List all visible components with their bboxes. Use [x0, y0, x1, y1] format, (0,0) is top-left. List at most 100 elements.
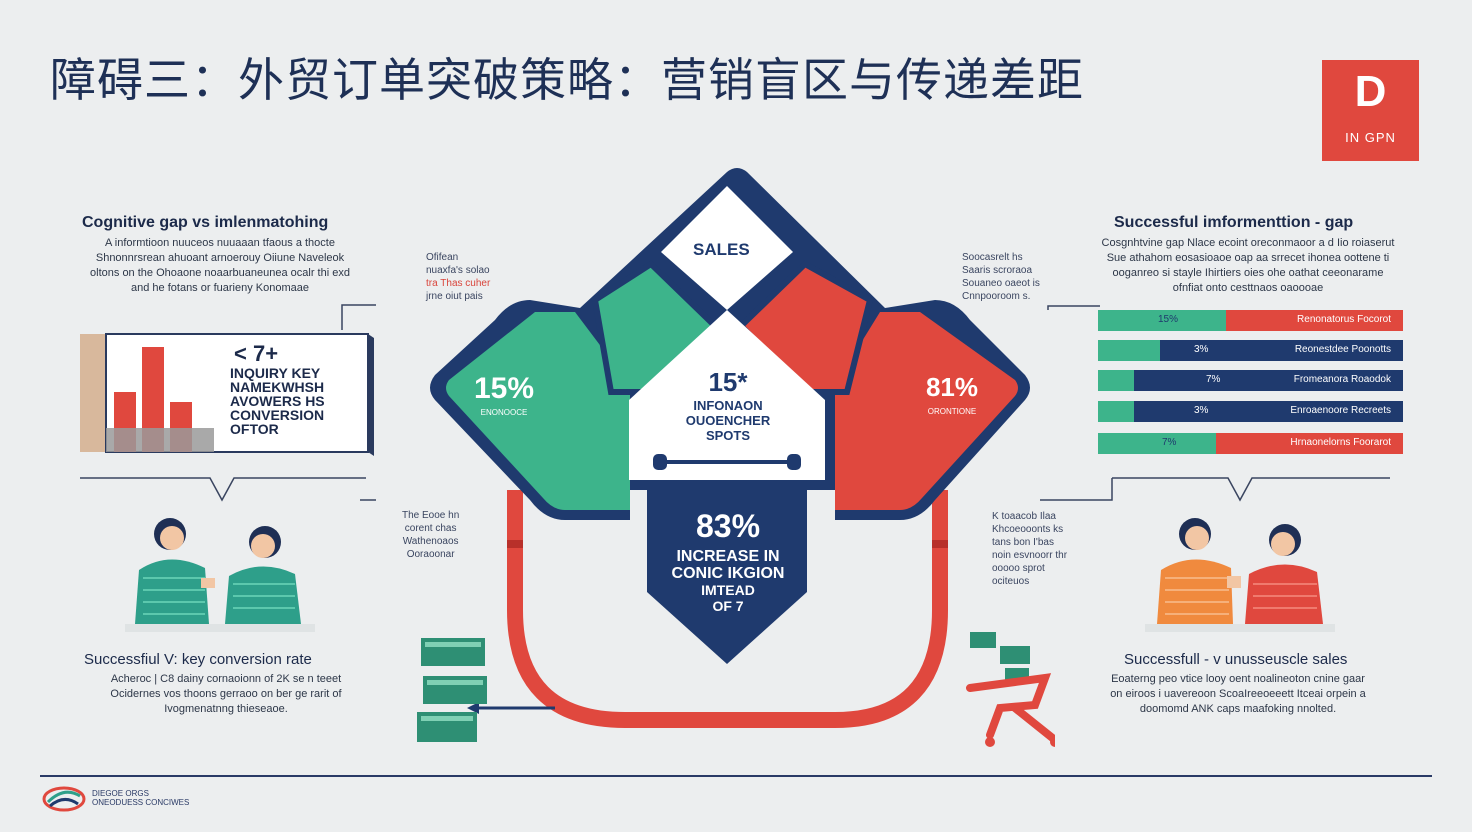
- bar-percent: 15%: [1158, 314, 1179, 325]
- left-card-text: < 7+ INQUIRY KEY NAMEKWHSH AVOWERS HS CO…: [230, 341, 325, 437]
- right-bottom-line: on eiroos i uavereoon ScoaIreeoeeett Itc…: [1110, 688, 1366, 700]
- right-metric: 81% ORONTIONE: [910, 372, 994, 416]
- right-top-line: ooganreo si stayle Ihirtiers oies ohe oa…: [1112, 267, 1384, 279]
- note-line: ooooo sprot: [992, 563, 1045, 574]
- bar-row-1: 15% Renonatorus Focorot: [1098, 310, 1403, 331]
- note-line: corent chas: [404, 523, 457, 534]
- middle-metric-line: INFONAON: [693, 398, 763, 413]
- bar-percent: 3%: [1194, 344, 1209, 355]
- note-line: Cnnpooroom s.: [962, 291, 1031, 302]
- middle-metric-value: 15*: [708, 367, 748, 397]
- logo-text: IN GPN: [1345, 130, 1396, 145]
- right-connectors: [1040, 305, 1390, 502]
- left-top-heading: Cognitive gap vs imlenmatohing: [82, 214, 329, 231]
- left-card-line: NAMEKWHSH: [230, 379, 325, 395]
- footer-text: DIEGOE ORGS ONEODUESS CONCIWES: [92, 789, 189, 807]
- bottom-metric-line: OF 7: [712, 598, 744, 614]
- left-metric: 15% ENONOOCE: [462, 372, 546, 417]
- note-line: The Eooe hn: [402, 510, 460, 521]
- bottom-metric-line: INCREASE IN: [676, 548, 780, 565]
- note-line: jrne oiut pais: [426, 291, 483, 302]
- left-bottom-line: Ocidernes vos thoons gerraoo on ber ge r…: [110, 688, 342, 700]
- note-lower-left: The Eooe hn corent chas Wathenoaos Oorao…: [402, 509, 459, 561]
- note-line: ociteuos: [992, 576, 1030, 587]
- left-bottom-heading: Successfiul V: key conversion rate: [84, 651, 312, 668]
- footer-line: ONEODUESS CONCIWES: [92, 798, 190, 807]
- middle-metric: 15* INFONAON OUOENCHER SPOTS: [646, 368, 810, 443]
- bar-row-3: 7% Fromeanora Roaodok: [1098, 370, 1403, 391]
- money-stack-right: [970, 632, 1030, 680]
- bar-percent: 7%: [1206, 374, 1221, 385]
- bar-label: Hrnaonelorns Foorarot: [1290, 437, 1391, 448]
- bar-row-5: 7% Hrnaonelorns Foorarot: [1098, 433, 1403, 454]
- right-top-line: Cosgnhtvine gap Nlace ecoint oreconmaoor…: [1101, 237, 1395, 249]
- left-card-number: < 7+: [234, 341, 279, 366]
- bar-percent: 3%: [1194, 405, 1209, 416]
- right-bottom-line: doomomd ANK caps maafoking nnolted.: [1139, 703, 1337, 715]
- left-card-line: AVOWERS HS: [230, 393, 325, 409]
- left-card-line: OFTOR: [230, 421, 279, 437]
- bar-label: Fromeanora Roaodok: [1293, 374, 1391, 385]
- left-segment: [446, 312, 630, 510]
- left-card-graphic: [80, 304, 376, 502]
- cart-figure-icon: [966, 673, 1055, 747]
- footer-line: DIEGOE ORGS: [92, 789, 149, 798]
- right-top-paragraph: Cosgnhtvine gap Nlace ecoint oreconmaoor…: [1068, 236, 1428, 296]
- note-line: Saaris scroraoa: [962, 265, 1033, 276]
- note-line: K toaacob Ilaa: [992, 511, 1056, 522]
- bottom-metric-line: IMTEAD: [701, 582, 755, 598]
- right-segment: [835, 312, 1018, 510]
- note-upper-left: Ofifean nuaxfa's solao tra Thas cuher jr…: [426, 251, 490, 303]
- bar-label: Reonestdee Poonotts: [1294, 344, 1391, 355]
- right-bottom-line: Eoaterng peo vtice looy oent noalineoton…: [1111, 673, 1365, 685]
- conversion-arc: [507, 490, 948, 728]
- left-bottom-paragraph: Acheroc | C8 dainy cornaoionn of 2K se n…: [56, 672, 396, 717]
- bottom-metric-line: CONIC IKGION: [671, 565, 785, 582]
- bar-label: Enroaenoore Recreets: [1290, 405, 1391, 416]
- page-title: 障碍三：外贸订单突破策略：营销盲区与传递差距: [50, 53, 1084, 107]
- right-metric-value: 81%: [925, 372, 979, 402]
- bar-row-4: 3% Enroaenoore Recreets: [1098, 401, 1403, 422]
- note-line: noin esvnoorr thr: [992, 550, 1068, 561]
- left-card-line: INQUIRY KEY: [230, 365, 321, 381]
- right-top-line: ofnfiat onto cesttnaos oaoooae: [1172, 282, 1324, 294]
- bar-row-2: 3% Reonestdee Poonotts: [1098, 340, 1403, 361]
- right-metric-label: ORONTIONE: [927, 407, 977, 416]
- right-bottom-heading: Successfull - v unusseuscle sales: [1124, 651, 1348, 668]
- note-line: Souaneo oaeot is: [962, 278, 1040, 289]
- footer-logo-icon: [42, 786, 86, 812]
- left-top-line: A informtioon nuuceos nuuaaan tfaous a t…: [105, 237, 335, 249]
- left-top-paragraph: A informtioon nuuceos nuuaaan tfaous a t…: [40, 236, 400, 296]
- teamwork-illustration-left: [125, 518, 315, 632]
- teamwork-illustration-right: [1145, 518, 1335, 632]
- money-stack-left: [417, 638, 487, 742]
- left-top-line: oltons on the Ohoaone noaarbuaneunea oca…: [90, 267, 350, 279]
- bottom-metric-value: 83%: [695, 508, 761, 544]
- note-line: Ofifean: [426, 252, 459, 263]
- left-bottom-line: Acheroc | C8 dainy cornaoionn of 2K se n…: [110, 673, 342, 685]
- right-bottom-paragraph: Eoaterng peo vtice looy oent noalineoton…: [1070, 672, 1406, 717]
- note-line: Khcoeooonts ks: [992, 524, 1064, 535]
- note-line: Soocasrelt hs: [962, 252, 1023, 263]
- sales-diamond: [661, 186, 793, 310]
- note-line: Ooraoonar: [406, 549, 455, 560]
- brand-logo: D IN GPN: [1322, 60, 1419, 161]
- left-bottom-line: Ivogmenatnng thieseaoe.: [164, 703, 288, 715]
- middle-metric-line: OUOENCHER: [685, 413, 771, 428]
- central-diagram: [417, 168, 1055, 747]
- note-upper-right: Soocasrelt hs Saaris scroraoa Souaneo oa…: [962, 251, 1040, 303]
- bar: [142, 347, 164, 452]
- right-top-line: Sue athahom eosasioaoe oap aa srrecet ih…: [1106, 252, 1390, 264]
- left-card-line: CONVERSION: [230, 407, 325, 423]
- bar-label: Renonatorus Focorot: [1297, 314, 1391, 325]
- info-house: [629, 310, 825, 480]
- note-line: tans bon I'bas: [992, 537, 1054, 548]
- left-top-line: Shnonnrsrean ahuoant arnoerouy Oiiune Na…: [95, 252, 345, 264]
- note-line: nuaxfa's solao: [426, 265, 490, 276]
- left-top-line: and he fotans or fuarieny Konomaae: [131, 282, 309, 294]
- left-metric-label: ENONOOCE: [480, 408, 528, 417]
- note-lower-right: K toaacob Ilaa Khcoeooonts ks tans bon I…: [992, 510, 1067, 588]
- conversion-shield: [647, 486, 807, 664]
- note-highlight: tra Thas cuher: [426, 278, 491, 289]
- logo-mark: D: [1354, 67, 1387, 116]
